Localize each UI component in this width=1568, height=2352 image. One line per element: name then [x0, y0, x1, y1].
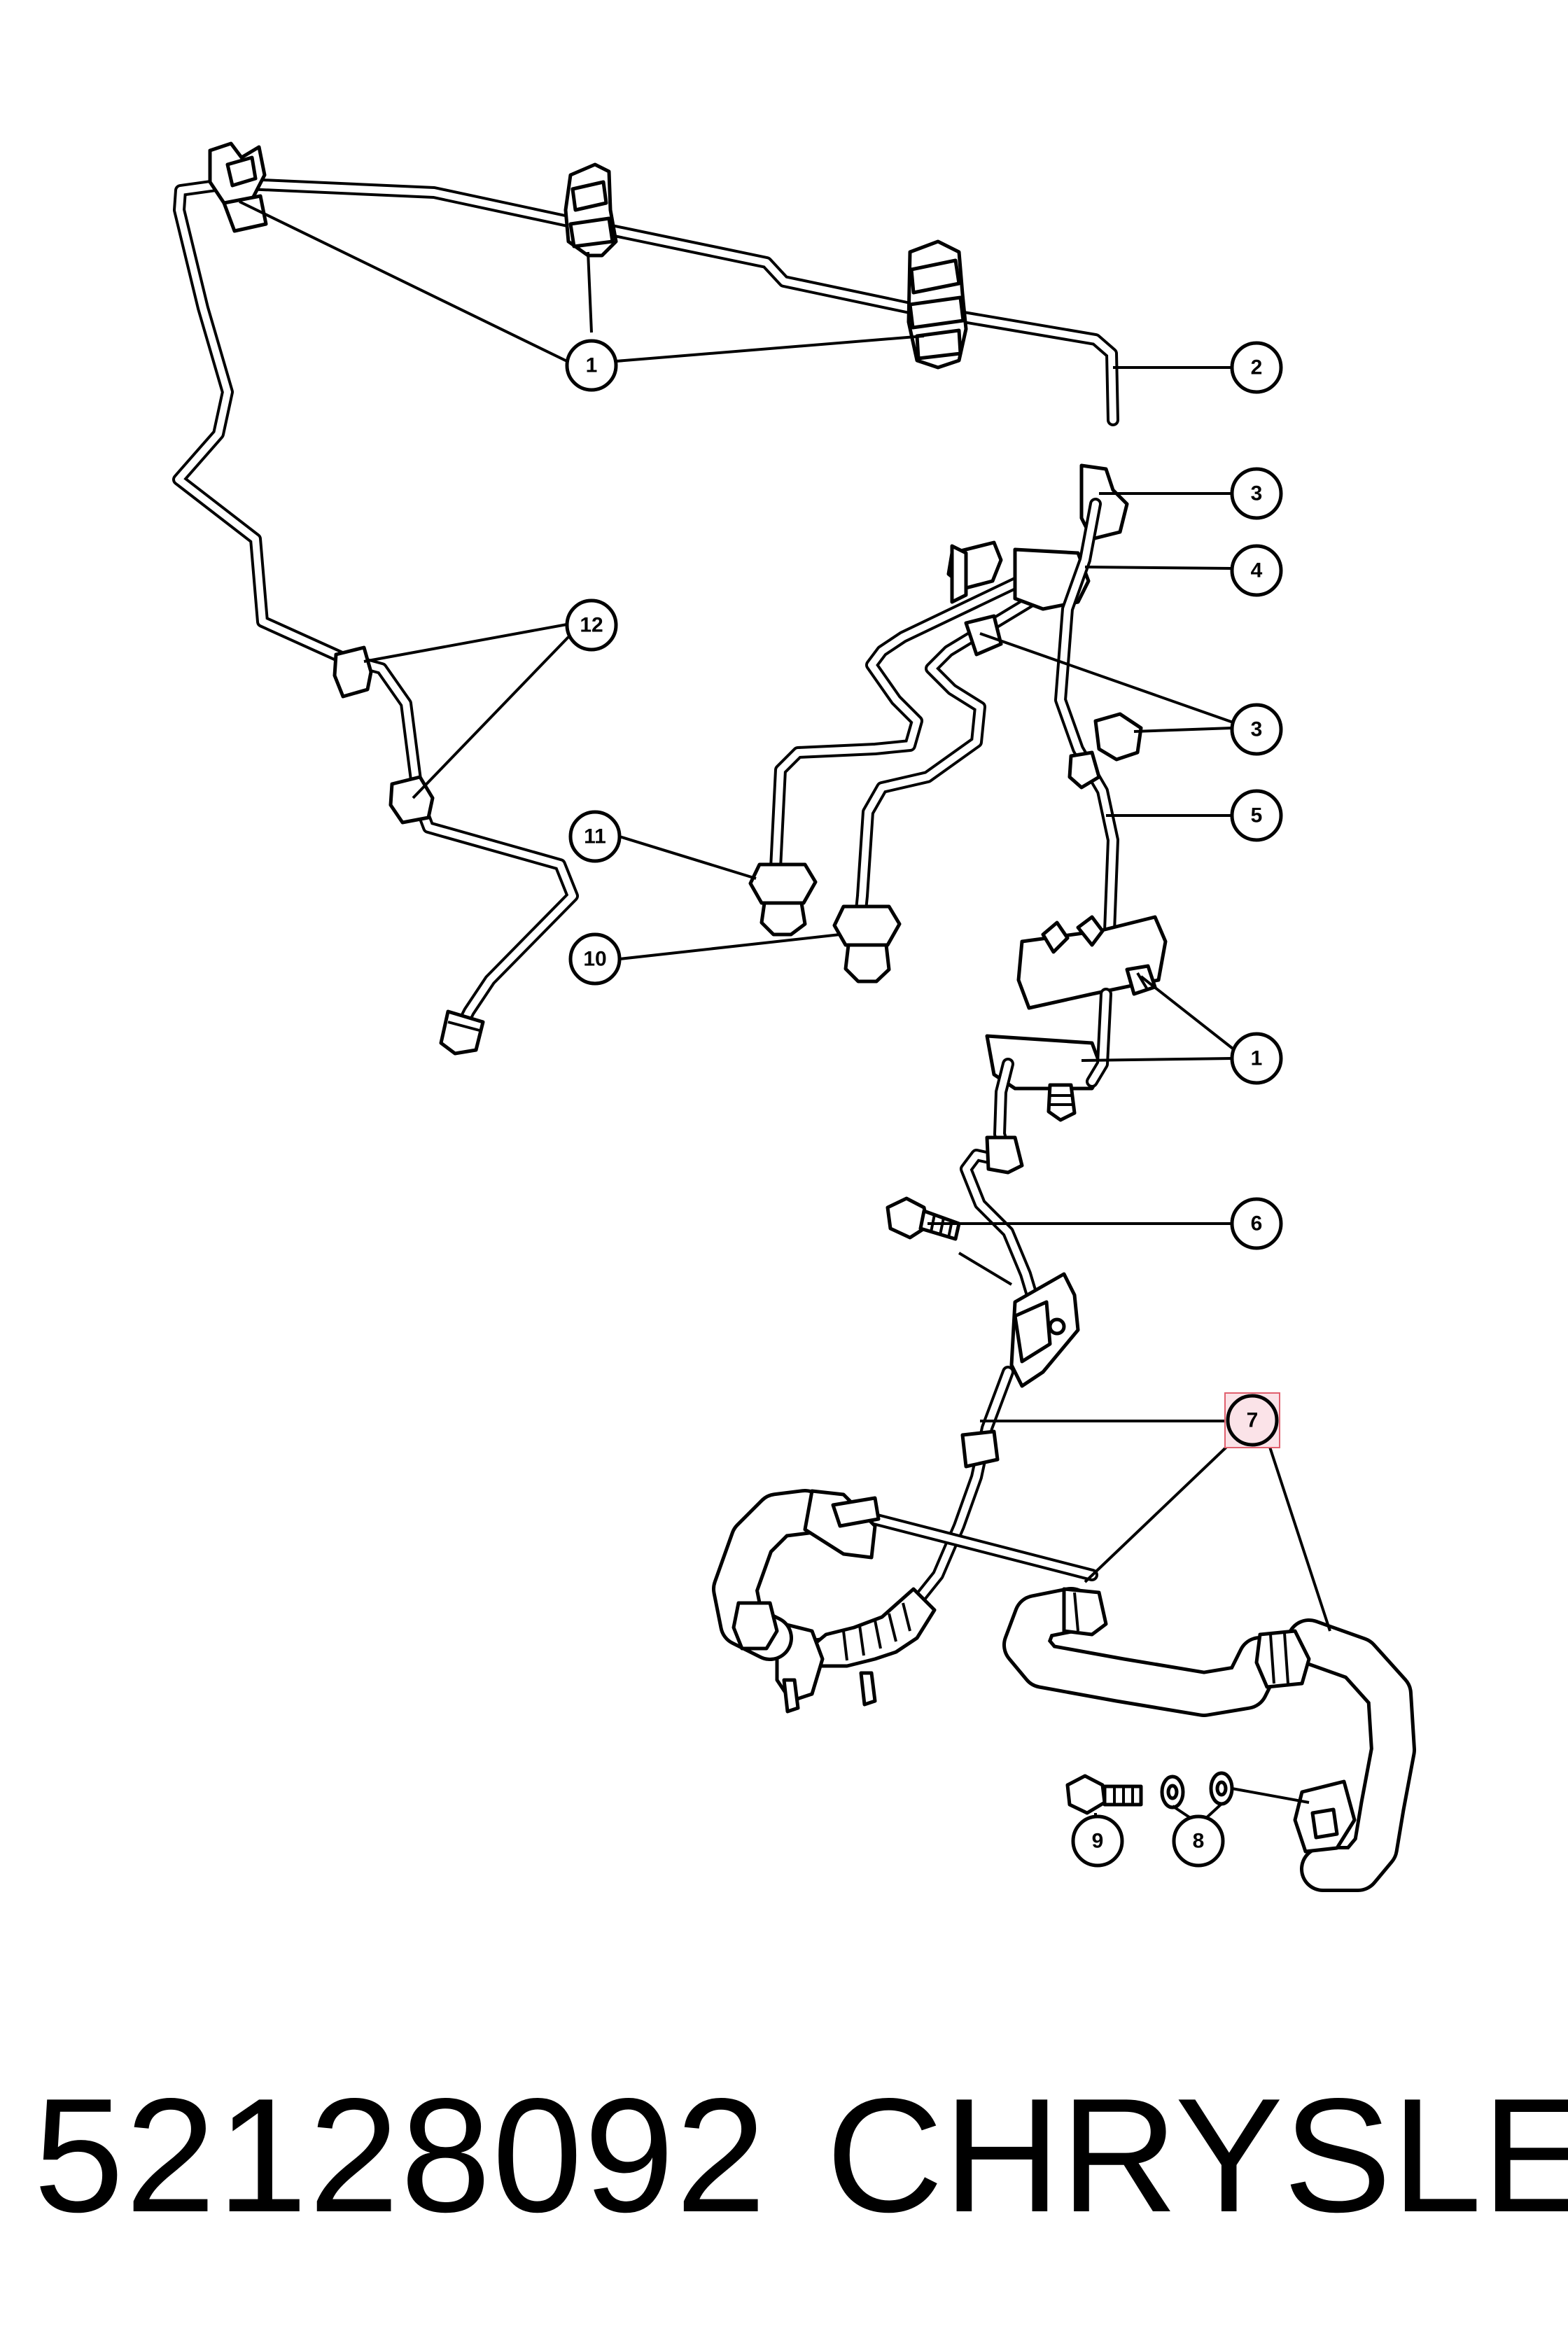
- svg-text:7: 7: [1247, 1409, 1259, 1432]
- callout-6: 6: [1230, 1197, 1283, 1250]
- callout-5: 5: [1230, 789, 1283, 842]
- callout-2: 2: [1230, 341, 1283, 394]
- brake-tube-upper: [172, 177, 1119, 1032]
- svg-text:10: 10: [583, 948, 606, 971]
- junction-block: [1016, 915, 1168, 1010]
- svg-text:5: 5: [1251, 804, 1263, 827]
- svg-text:6: 6: [1251, 1212, 1263, 1236]
- callout-11: 11: [568, 810, 622, 863]
- tube-clip-3b: [1068, 712, 1143, 790]
- callout-9: 9: [1071, 1814, 1124, 1868]
- tube-nut-11: [748, 862, 818, 937]
- callout-1-upper: 1: [565, 339, 618, 392]
- svg-text:11: 11: [584, 825, 606, 848]
- svg-text:8: 8: [1193, 1830, 1205, 1853]
- callout-7-highlighted[interactable]: 7: [1224, 1392, 1280, 1448]
- brand-name-text: CHRYSLER: [826, 2065, 1568, 2246]
- tube-clip-right: [906, 239, 968, 370]
- tube-end-fitting: [439, 1009, 485, 1056]
- callout-4: 4: [1230, 544, 1283, 597]
- tube-nut-10: [832, 904, 902, 983]
- hose-crimp-fittings: [732, 1489, 1357, 1854]
- tube-clip-left: [208, 141, 268, 233]
- tube-clip-middle: [564, 162, 618, 258]
- bolt-9: [1065, 1774, 1143, 1815]
- svg-text:1: 1: [586, 354, 598, 377]
- callout-1-lower: 1: [1230, 1032, 1283, 1085]
- callout-3-upper: 3: [1230, 467, 1283, 520]
- sealing-washer-b: [1209, 1771, 1234, 1806]
- svg-text:3: 3: [1251, 718, 1263, 741]
- brake-line-exploded-diagram: 1 2 3 4 3 5 12 11: [172, 141, 1416, 1892]
- brake-tubes-front-pair: [769, 554, 1070, 916]
- hose-mounting-bracket: [1009, 1272, 1080, 1388]
- svg-text:9: 9: [1092, 1830, 1104, 1853]
- brake-tube-right-vertical: [1054, 498, 1119, 937]
- tube-clip-12a: [332, 645, 373, 699]
- svg-text:3: 3: [1251, 482, 1263, 505]
- sealing-washer-a: [1160, 1774, 1185, 1809]
- leader-lines: [239, 200, 1331, 1821]
- hose-convolute: [803, 1587, 937, 1668]
- part-caption: 52128092 CHRYSLER: [0, 2051, 1568, 2261]
- junction-bracket: [985, 1034, 1105, 1122]
- svg-text:4: 4: [1251, 559, 1263, 582]
- svg-text:2: 2: [1251, 356, 1263, 379]
- svg-text:1: 1: [1251, 1047, 1263, 1070]
- hose-clip: [960, 1429, 1000, 1469]
- callout-10: 10: [568, 932, 622, 986]
- callout-3-middle: 3: [1230, 703, 1283, 756]
- tube-clip-lower: [985, 1135, 1024, 1175]
- callout-12: 12: [565, 598, 618, 652]
- brake-tube-lower: [960, 988, 1112, 1315]
- brake-hose-7: [712, 1489, 1416, 1892]
- part-number-text: 52128092: [34, 2065, 768, 2246]
- svg-text:12: 12: [580, 614, 603, 637]
- callout-8: 8: [1172, 1814, 1225, 1868]
